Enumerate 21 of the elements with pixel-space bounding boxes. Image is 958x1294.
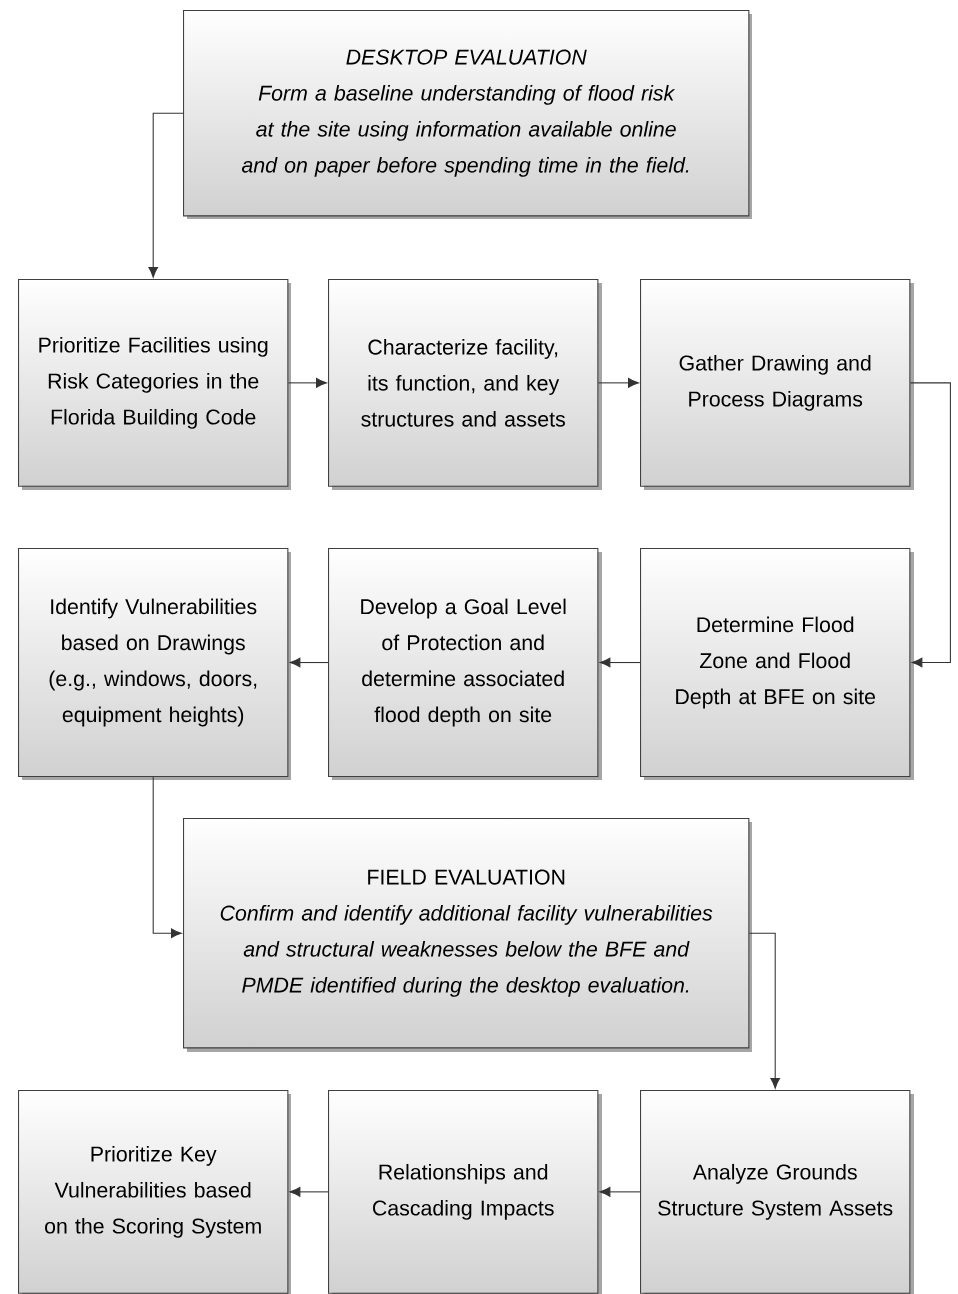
process-box: Relationships and Cascading Impacts bbox=[328, 1090, 602, 1294]
arrow bbox=[597, 378, 639, 388]
process-box: Determine Flood Zone and Flood Depth at BFE on site bbox=[640, 548, 914, 780]
process-box: Gather Drawing and Process Diagrams bbox=[640, 279, 914, 490]
arrow bbox=[148, 112, 184, 278]
arrow bbox=[152, 776, 182, 939]
arrow bbox=[287, 378, 327, 388]
arrow bbox=[599, 657, 641, 668]
process-box: Identify Vulnerabilities based on Drawings (e.g., windows, doors, equipment heights) bbox=[18, 548, 291, 780]
arrow bbox=[289, 1187, 329, 1197]
process-box: Analyze Grounds Structure System Assets bbox=[640, 1090, 914, 1294]
process-box: Develop a Goal Level of Protection and determine associated flood depth on site bbox=[328, 548, 602, 780]
process-box: DESKTOP EVALUATION Form a baseline understanding of flood risk at the site using information available online and on paper before spending time in the field. bbox=[183, 10, 752, 219]
arrow bbox=[909, 382, 951, 668]
arrow bbox=[748, 932, 781, 1089]
process-box: FIELD EVALUATION Confirm and identify additional facility vulnerabilities and structural weaknesses below the BFE and PMDE identified during the desktop evaluation. bbox=[183, 818, 752, 1052]
process-box: Prioritize Facilities using Risk Categories in the Florida Building Code bbox=[18, 279, 291, 490]
process-box: Prioritize Key Vulnerabilities based on the Scoring System bbox=[18, 1090, 291, 1294]
arrow bbox=[289, 657, 329, 668]
process-box: Characterize facility, its function, and key structures and assets bbox=[328, 279, 602, 490]
arrow bbox=[599, 1187, 641, 1197]
